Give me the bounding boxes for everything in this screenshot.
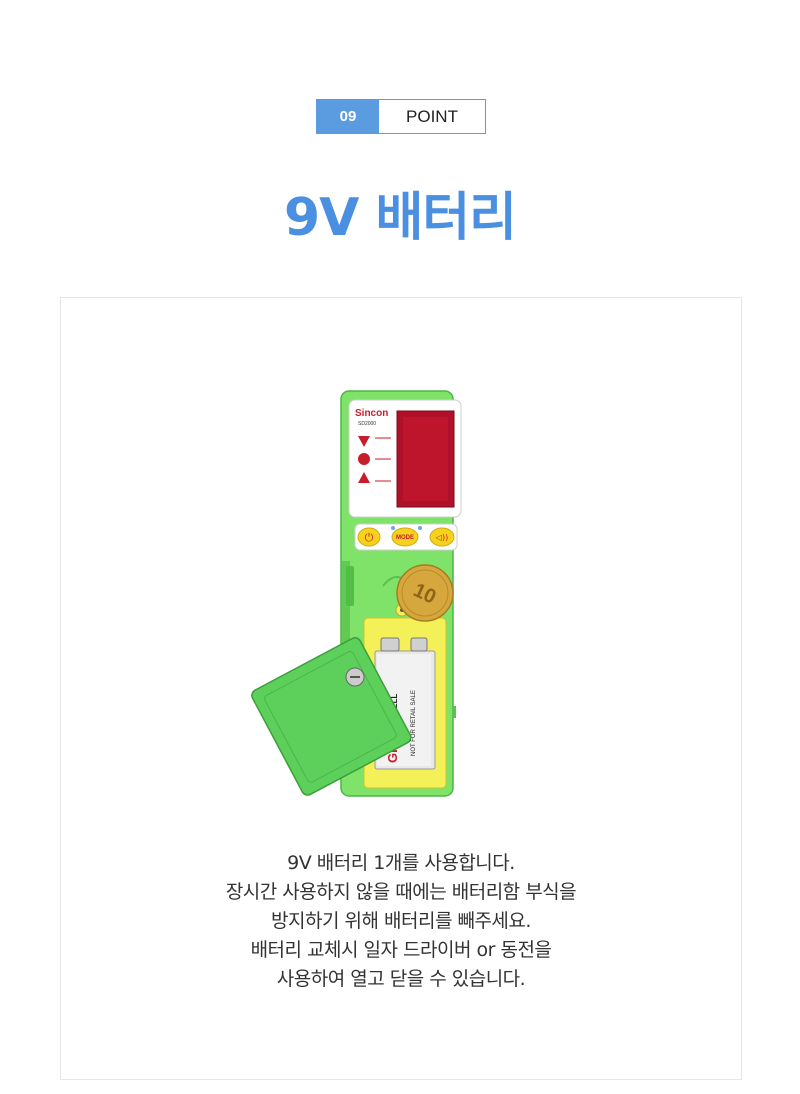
speaker-icon: ◁)) <box>435 533 448 542</box>
power-button[interactable] <box>357 527 381 547</box>
sound-button[interactable] <box>429 527 455 547</box>
mode-button[interactable] <box>391 527 419 547</box>
point-label: POINT <box>406 106 458 126</box>
point-badge: 09 POINT <box>316 99 486 134</box>
product-card: Sincon SD2000 ⏻ MODE ◁)) <box>60 297 742 1080</box>
power-icon: ⏻ <box>365 531 374 544</box>
point-number: 09 <box>317 100 379 133</box>
product-image: Sincon SD2000 ⏻ MODE ◁)) <box>251 390 462 797</box>
center-indicator-icon <box>358 453 370 465</box>
description-line: 사용하여 열고 닫을 수 있습니다. <box>276 968 526 990</box>
description-line: 9V 배터리 1개를 사용합니다. <box>287 852 515 874</box>
description-line: 방지하기 위해 배터리를 빼주세요. <box>271 910 531 932</box>
description-line: 장시간 사용하지 않을 때에는 배터리함 부식을 <box>225 881 577 903</box>
down-arrow-icon <box>358 472 370 483</box>
page-title: 9V 배터리 <box>283 188 517 248</box>
coin <box>396 564 454 622</box>
battery-note: NOT FOR RETAIL SALE <box>411 690 417 756</box>
level-vial <box>346 566 354 606</box>
up-arrow-icon <box>358 436 370 447</box>
brand-logo: Sincon <box>355 408 388 419</box>
description-line: 배터리 교체시 일자 드라이버 or 동전을 <box>250 939 552 961</box>
battery-cover <box>251 637 412 796</box>
mode-button-label: MODE <box>396 535 414 541</box>
model-label: SD2000 <box>358 421 376 427</box>
description: 9V 배터리 1개를 사용합니다. 장시간 사용하지 않을 때에는 배터리함 부… <box>61 849 741 994</box>
